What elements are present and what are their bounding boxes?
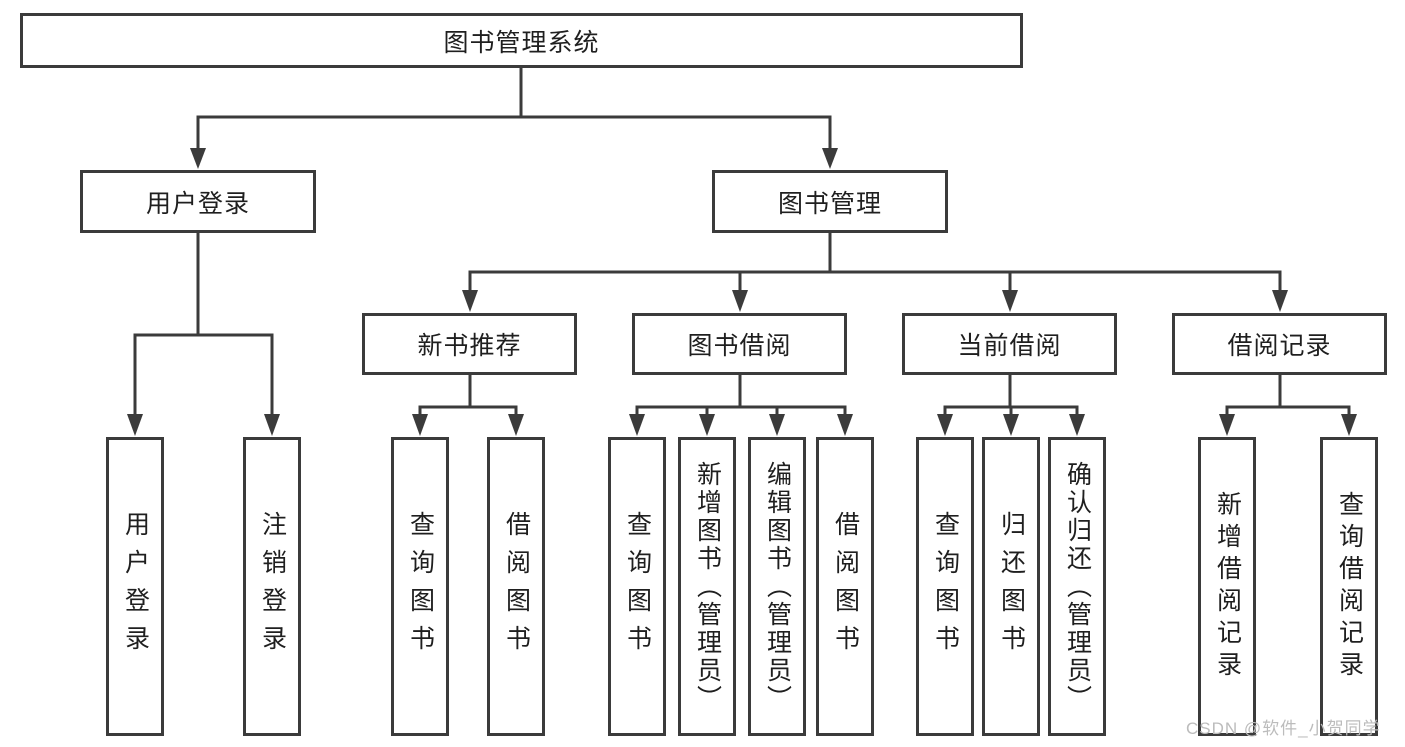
leaf-label: 查询图书 — [931, 510, 960, 663]
leaf-borrow-books-recommend: 借阅图书 — [487, 437, 545, 736]
leaf-label: 新增借阅记录 — [1213, 490, 1242, 683]
node-library-management-system: 图书管理系统 — [20, 13, 1023, 68]
node-label: 图书管理 — [777, 189, 882, 218]
leaf-add-books-admin: 新增图书（管理员） — [678, 437, 736, 736]
node-borrow-record: 借阅记录 — [1172, 313, 1387, 375]
node-label: 借阅记录 — [1227, 332, 1332, 360]
leaf-query-books-recommend: 查询图书 — [391, 437, 449, 736]
node-label: 图书借阅 — [687, 332, 792, 360]
leaf-logout: 注销登录 — [243, 437, 301, 736]
leaf-label: 注销登录 — [258, 510, 287, 663]
leaf-add-borrow-record: 新增借阅记录 — [1198, 437, 1256, 736]
leaf-return-books: 归还图书 — [982, 437, 1040, 736]
arrowheads — [127, 148, 1357, 436]
leaf-label: 查询图书 — [623, 510, 652, 663]
leaf-user-login: 用户登录 — [106, 437, 164, 736]
node-label: 用户登录 — [145, 189, 250, 218]
leaf-label: 确认归还（管理员） — [1063, 460, 1092, 713]
leaf-label: 借阅图书 — [502, 510, 531, 663]
leaf-label: 新增图书（管理员） — [693, 460, 722, 713]
leaf-label: 编辑图书（管理员） — [763, 460, 792, 713]
node-current-borrow: 当前借阅 — [902, 313, 1117, 375]
leaf-label: 借阅图书 — [831, 510, 860, 663]
leaf-label: 归还图书 — [997, 510, 1026, 663]
node-book-management: 图书管理 — [712, 170, 948, 233]
leaf-label: 查询借阅记录 — [1335, 490, 1364, 683]
leaf-query-books-current: 查询图书 — [916, 437, 974, 736]
leaf-confirm-return-admin: 确认归还（管理员） — [1048, 437, 1106, 736]
leaf-query-books-borrow: 查询图书 — [608, 437, 666, 736]
node-label: 新书推荐 — [417, 332, 522, 360]
node-user-login: 用户登录 — [80, 170, 316, 233]
node-label: 当前借阅 — [957, 332, 1062, 360]
node-label: 图书管理系统 — [443, 28, 600, 57]
leaf-label: 查询图书 — [406, 510, 435, 663]
leaf-label: 用户登录 — [121, 510, 150, 663]
leaf-edit-books-admin: 编辑图书（管理员） — [748, 437, 806, 736]
node-book-borrow: 图书借阅 — [632, 313, 847, 375]
leaf-borrow-books: 借阅图书 — [816, 437, 874, 736]
node-new-book-recommend: 新书推荐 — [362, 313, 577, 375]
leaf-query-borrow-record: 查询借阅记录 — [1320, 437, 1378, 736]
